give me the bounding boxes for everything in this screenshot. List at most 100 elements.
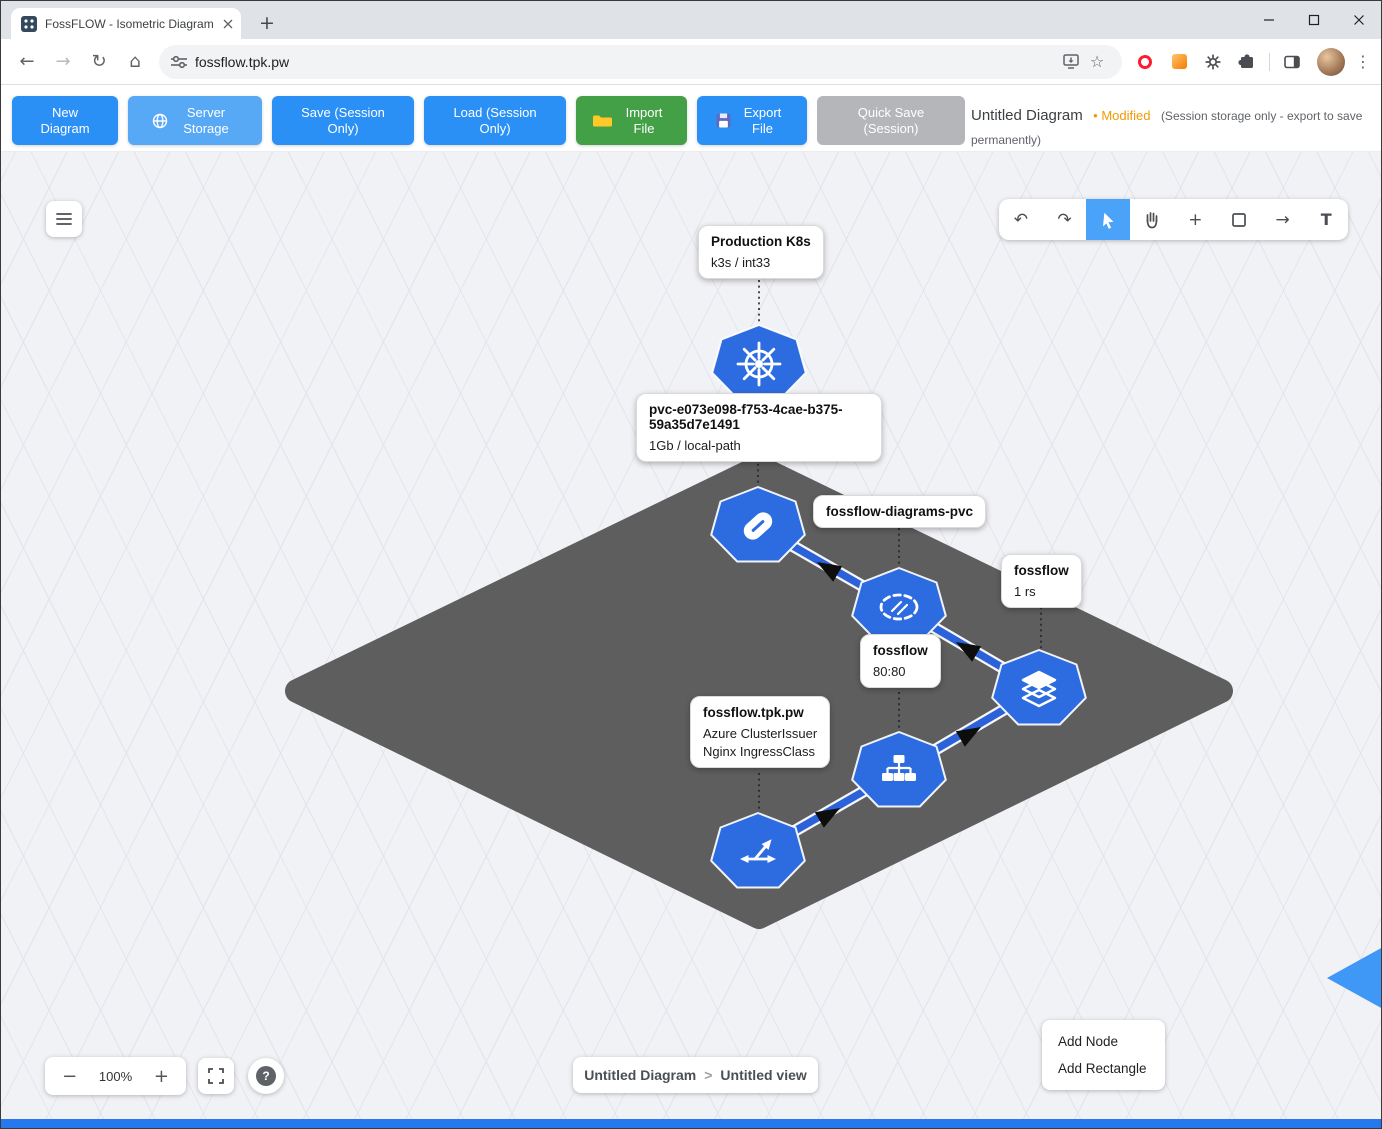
select-tool[interactable] (1086, 199, 1130, 240)
label-title: fossflow-diagrams-pvc (826, 504, 974, 519)
zoom-control: − 100% + (45, 1057, 186, 1095)
help-button[interactable]: ? (248, 1058, 284, 1094)
label-title: fossflow (1014, 563, 1069, 578)
address-bar[interactable]: fossflow.tpk.pw ☆ (159, 44, 1122, 79)
floppy-disk-icon (716, 113, 730, 128)
side-panel-icon[interactable] (1279, 49, 1305, 75)
question-mark-icon: ? (256, 1066, 276, 1086)
label-detail: 1 rs (1014, 584, 1036, 599)
node-ingress-stack[interactable] (991, 649, 1087, 726)
redo-tool[interactable]: ↷ (1057, 209, 1072, 230)
window-minimize-button[interactable] (1246, 1, 1291, 39)
profile-avatar[interactable] (1317, 47, 1345, 76)
home-button[interactable]: ⌂ (129, 51, 141, 72)
cursor-icon (1103, 212, 1114, 229)
offcanvas-shape[interactable] (1327, 947, 1382, 1009)
undo-tool[interactable]: ↶ (1013, 209, 1028, 230)
gear-extension-icon[interactable] (1200, 49, 1226, 75)
main-menu-button[interactable] (46, 201, 82, 237)
node-label-diagrams-pvc[interactable]: fossflow-diagrams-pvc (813, 495, 987, 528)
add-item-tool[interactable]: + (1188, 209, 1203, 230)
url-text: fossflow.tpk.pw (195, 53, 290, 70)
tab-title: FossFLOW - Isometric Diagram (45, 16, 214, 31)
label-title: fossflow (873, 643, 928, 658)
rectangle-tool[interactable] (1217, 199, 1261, 240)
document-status: Untitled Diagram • Modified (Session sto… (971, 104, 1375, 152)
breadcrumb-view-name: Untitled view (720, 1067, 807, 1083)
deployment-dashed-circle-icon (879, 593, 919, 621)
text-tool[interactable]: T (1320, 210, 1332, 229)
context-menu-add-rectangle[interactable]: Add Rectangle (1058, 1061, 1147, 1076)
load-session-button[interactable]: Load (Session Only) (424, 96, 566, 145)
document-title: Untitled Diagram (971, 107, 1083, 124)
connector-tool[interactable]: → (1275, 209, 1290, 230)
tab-close-icon[interactable] (223, 19, 233, 29)
new-diagram-button[interactable]: New Diagram (12, 96, 118, 145)
layer-stack-icon (1021, 670, 1057, 708)
back-button[interactable]: ← (19, 51, 35, 72)
node-label-ingress[interactable]: fossflow.tpk.pw Azure ClusterIssuer Ngin… (690, 696, 831, 768)
rectangle-icon (1232, 212, 1246, 227)
diagram-scene (285, 280, 1382, 1009)
forward-button[interactable]: → (55, 51, 71, 72)
connector-arrows (814, 562, 982, 828)
hamburger-icon (56, 213, 72, 225)
pan-tool[interactable] (1130, 199, 1174, 240)
volume-disk-icon (743, 512, 773, 540)
import-file-button[interactable]: Import File (576, 96, 687, 145)
label-detail: Nginx IngressClass (703, 744, 815, 759)
zoom-in-button[interactable]: + (153, 1065, 169, 1087)
label-detail: 80:80 (873, 664, 906, 679)
label-title: fossflow.tpk.pw (703, 705, 804, 720)
fullscreen-icon (208, 1068, 224, 1084)
route-arrows-icon (740, 839, 776, 863)
label-detail: k3s / int33 (711, 255, 771, 270)
save-session-button[interactable]: Save (Session Only) (272, 96, 414, 145)
export-file-button[interactable]: Export File (697, 96, 807, 145)
tab-strip: FossFLOW - Isometric Diagram + (1, 1, 1381, 39)
node-kubernetes-cluster[interactable] (711, 324, 807, 401)
label-detail: Azure ClusterIssuer (703, 726, 818, 741)
image-extension-icon[interactable] (1166, 49, 1192, 75)
opera-extension-icon[interactable] (1132, 49, 1158, 75)
diagram-canvas[interactable]: ↶ ↷ + → T Production K8s k3s / int33 pvc… (1, 152, 1382, 1121)
zoom-level: 100% (98, 1068, 133, 1084)
hand-icon (1146, 211, 1158, 228)
globe-icon (152, 113, 168, 128)
breadcrumb-separator: > (704, 1067, 713, 1083)
reload-button[interactable]: ↻ (91, 51, 107, 72)
fullscreen-button[interactable] (198, 1058, 234, 1094)
label-detail: 1Gb / local-path (649, 438, 741, 453)
node-label-fossflow-ports[interactable]: fossflow 80:80 (860, 634, 941, 688)
node-label-production-k8s[interactable]: Production K8s k3s / int33 (698, 225, 824, 279)
node-service[interactable] (851, 731, 947, 808)
label-title: pvc-e073e098-f753-4cae-b375-59a35d7e1491 (649, 402, 843, 432)
node-ingress-route[interactable] (710, 812, 806, 889)
install-app-icon[interactable] (1058, 54, 1084, 69)
extensions-puzzle-icon[interactable] (1234, 49, 1260, 75)
window-maximize-button[interactable] (1291, 1, 1336, 39)
service-tree-icon (882, 755, 916, 781)
new-tab-button[interactable]: + (259, 12, 275, 34)
view-breadcrumb[interactable]: Untitled Diagram > Untitled view (573, 1057, 818, 1093)
bookmark-star-icon[interactable]: ☆ (1089, 52, 1105, 71)
node-persistent-volume[interactable] (710, 486, 806, 563)
bottom-accent-bar (1, 1119, 1381, 1128)
window-close-button[interactable] (1336, 1, 1381, 39)
zoom-out-button[interactable]: − (62, 1065, 78, 1087)
platform-rectangle[interactable] (285, 455, 1233, 929)
label-title: Production K8s (711, 234, 811, 249)
browser-tab[interactable]: FossFLOW - Isometric Diagram (11, 8, 241, 39)
browser-toolbar: ← → ↻ ⌂ fossflow.tpk.pw ☆ ⋮ (1, 39, 1381, 85)
kubernetes-wheel-icon (736, 341, 782, 387)
quick-save-button[interactable]: Quick Save (Session) (817, 96, 965, 145)
context-menu-add-node[interactable]: Add Node (1058, 1034, 1119, 1049)
node-label-fossflow-rs[interactable]: fossflow 1 rs (1001, 554, 1082, 608)
node-label-pvc[interactable]: pvc-e073e098-f753-4cae-b375-59a35d7e1491… (636, 393, 882, 462)
modified-badge: • Modified (1093, 108, 1151, 123)
server-storage-button[interactable]: Server Storage (128, 96, 262, 145)
breadcrumb-diagram-name: Untitled Diagram (584, 1067, 697, 1083)
browser-menu-icon[interactable]: ⋮ (1355, 52, 1371, 71)
site-settings-icon[interactable] (171, 55, 187, 69)
